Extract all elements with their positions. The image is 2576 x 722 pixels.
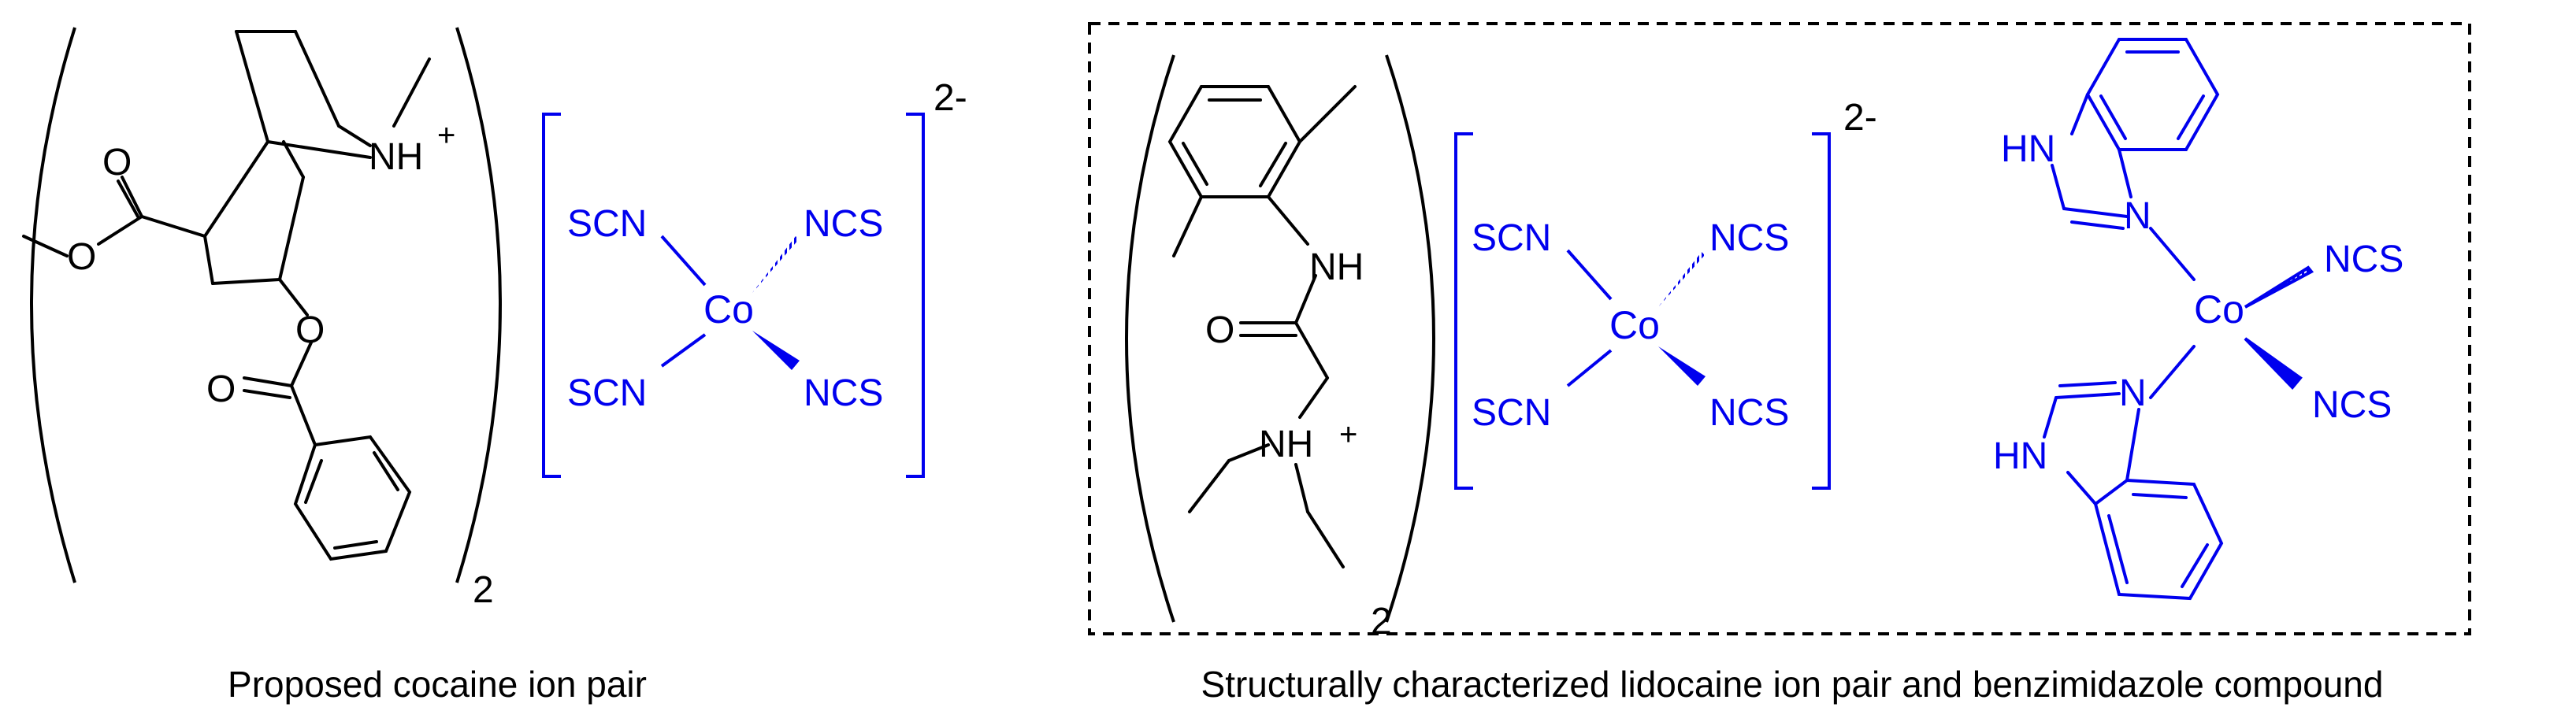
cocaine-ligand-scn-top: SCN — [567, 203, 647, 245]
left-bracket — [542, 113, 561, 478]
lido-left-bracket — [1454, 132, 1473, 490]
cocaine-subscript: 2 — [473, 569, 494, 611]
benzimidazole-complex: HN N N HN Co NCS NCS — [1993, 38, 2403, 601]
lido-left-parenthesis — [1125, 54, 1175, 623]
cocaine-ligand-ncs-bottom: NCS — [804, 372, 883, 414]
bzim-ligand-ncs-top: NCS — [2324, 239, 2403, 280]
lido-charge: + — [1339, 417, 1357, 452]
cocaine-benzoate-o1: O — [295, 309, 325, 351]
cocaine-molecule — [22, 30, 431, 561]
cocaine-nh-label: NH — [369, 136, 423, 178]
lidocaine-ion-pair: 2 NH O NH + 2- — [1125, 54, 1877, 642]
lido-ligand-scn-bottom: SCN — [1472, 392, 1551, 434]
bzim-bottom-n: N — [2119, 372, 2147, 414]
caption-cocaine: Proposed cocaine ion pair — [228, 664, 647, 705]
bzim-co-metal: Co — [2194, 287, 2244, 331]
bzim-ligand-ncs-bottom: NCS — [2312, 384, 2392, 426]
lidocaine-molecule — [1167, 85, 1357, 568]
cocaine-benzoate-o2: O — [206, 368, 236, 410]
lidocaine-co-anion: 2- Co SCN NCS SCN NCS — [1454, 97, 1877, 490]
bzim-bottom-hn: HN — [1993, 435, 2047, 477]
cocaine-ester-o2: O — [67, 236, 96, 278]
right-bracket — [906, 113, 925, 478]
lido-co-metal: Co — [1609, 303, 1660, 347]
dashed-frame — [1088, 22, 2471, 635]
cocaine-ester-o1: O — [102, 142, 132, 183]
lido-amine-nh: NH — [1259, 424, 1313, 465]
bzim-top-hn: HN — [2001, 128, 2055, 170]
left-parenthesis — [30, 27, 76, 583]
cocaine-anion-charge: 2- — [934, 77, 967, 119]
lido-right-parenthesis — [1385, 54, 1435, 623]
lido-ligand-ncs-bottom: NCS — [1709, 392, 1789, 434]
cocaine-co-metal: Co — [703, 287, 754, 331]
bzim-top-n: N — [2124, 195, 2151, 237]
cocaine-ligand-ncs-top: NCS — [804, 203, 883, 245]
cocaine-ion-pair: 2 — [22, 27, 967, 611]
lido-ligand-scn-top: SCN — [1472, 217, 1551, 259]
cocaine-co-anion: 2- Co SCN NCS SCN NCS — [542, 77, 967, 478]
lido-ligand-ncs-top: NCS — [1709, 217, 1789, 259]
lido-carbonyl-o: O — [1205, 309, 1234, 351]
lido-anion-charge: 2- — [1843, 97, 1877, 139]
lido-right-bracket — [1812, 132, 1831, 490]
cocaine-ligand-scn-bottom: SCN — [567, 372, 647, 414]
lido-subscript: 2 — [1371, 601, 1392, 642]
caption-lidocaine-benzimidazole: Structurally characterized lidocaine ion… — [1201, 664, 2384, 705]
right-parenthesis — [455, 27, 502, 583]
lido-amide-nh: NH — [1309, 246, 1364, 288]
cocaine-charge: + — [437, 118, 455, 153]
